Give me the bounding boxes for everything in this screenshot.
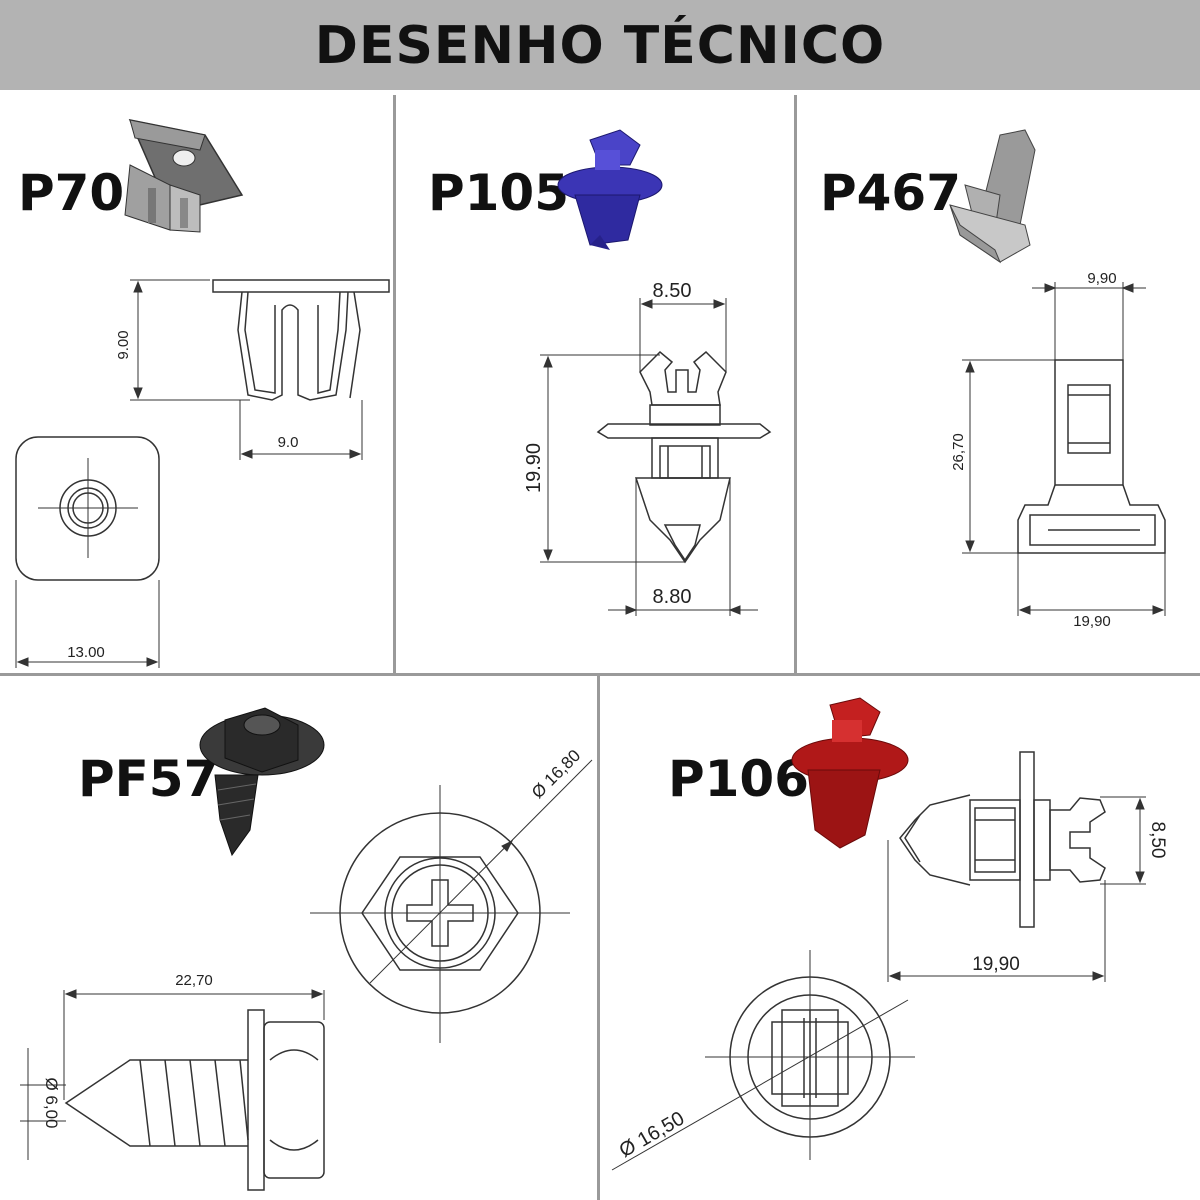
dimension-p467-base	[1017, 553, 1166, 616]
dimension-p70-base	[15, 580, 160, 668]
panel-pf57: Ø 16,80 22,70 Ø 6,00	[20, 707, 593, 1191]
dimension-p105-top	[639, 298, 727, 372]
dimension-pf57-length	[63, 989, 325, 1100]
drawing-pf57-side	[64, 1009, 325, 1191]
dimension-p467-top	[1032, 282, 1146, 360]
part-code-p70: P70	[18, 164, 125, 222]
drawing-p106-side	[899, 751, 1106, 928]
dim-label-p70-base: 13.00	[67, 644, 105, 661]
part-image-p105	[557, 129, 663, 250]
panel-p70: 9.00 9.0 13.00	[15, 118, 390, 668]
part-code-p106: P106	[668, 750, 810, 808]
dimension-pf57-diameter	[20, 1048, 66, 1160]
divider-vertical-2	[794, 95, 797, 673]
centerlines-p106	[611, 950, 915, 1171]
panel-p106: 8,50 19,90 Ø 16,50	[611, 697, 1168, 1171]
part-code-p467: P467	[820, 164, 962, 222]
divider-vertical-1	[393, 95, 396, 673]
dimension-p70-width	[239, 400, 363, 460]
part-image-p106	[791, 697, 909, 849]
dimension-p70-height	[130, 279, 250, 401]
drawing-p105	[596, 350, 772, 564]
part-image-p70	[124, 118, 244, 233]
page-title: DESENHO TÉCNICO	[314, 16, 886, 76]
dim-label-p105-height: 19.90	[523, 443, 545, 493]
centerlines-pf57	[310, 759, 593, 1043]
dim-label-p105-bottom: 8.80	[653, 586, 692, 608]
dimension-p467-height	[962, 359, 1055, 554]
header-bar	[0, 0, 1200, 90]
dimension-p105-bottom	[608, 478, 758, 616]
dim-label-p467-top: 9,90	[1087, 270, 1116, 287]
part-image-p467	[949, 129, 1036, 264]
dim-label-p467-base: 19,90	[1073, 613, 1111, 630]
dim-label-p106-diameter: Ø 16,50	[616, 1107, 689, 1162]
dim-label-pf57-diameter-small: Ø 6,00	[42, 1077, 61, 1128]
part-code-p105: P105	[428, 164, 570, 222]
centerlines-p70	[38, 458, 138, 558]
dim-label-p467-height: 26,70	[950, 433, 967, 471]
dim-label-p70-height: 9.00	[115, 330, 132, 359]
dim-label-p70-width: 9.0	[278, 434, 299, 451]
dim-label-pf57-diameter: Ø 16,80	[528, 746, 584, 802]
part-image-pf57	[199, 707, 325, 857]
panel-p467: 9,90 26,70 19,90	[949, 129, 1166, 630]
dim-label-p106-height: 8,50	[1147, 822, 1168, 859]
dim-label-pf57-length: 22,70	[175, 972, 213, 989]
drawing-p467	[1017, 359, 1166, 554]
dim-label-p105-top: 8.50	[653, 280, 692, 302]
dimension-p105-height	[540, 354, 685, 563]
drawing-p70-side	[212, 279, 390, 401]
panel-p105: 8.50 19.90 8.80	[523, 129, 772, 616]
part-code-pf57: PF57	[78, 750, 219, 808]
divider-vertical-3	[597, 676, 600, 1200]
divider-horizontal	[0, 673, 1200, 676]
dimension-p106-length	[887, 840, 1106, 982]
dim-label-p106-length: 19,90	[972, 954, 1020, 975]
dimension-p106-height	[1100, 796, 1146, 885]
